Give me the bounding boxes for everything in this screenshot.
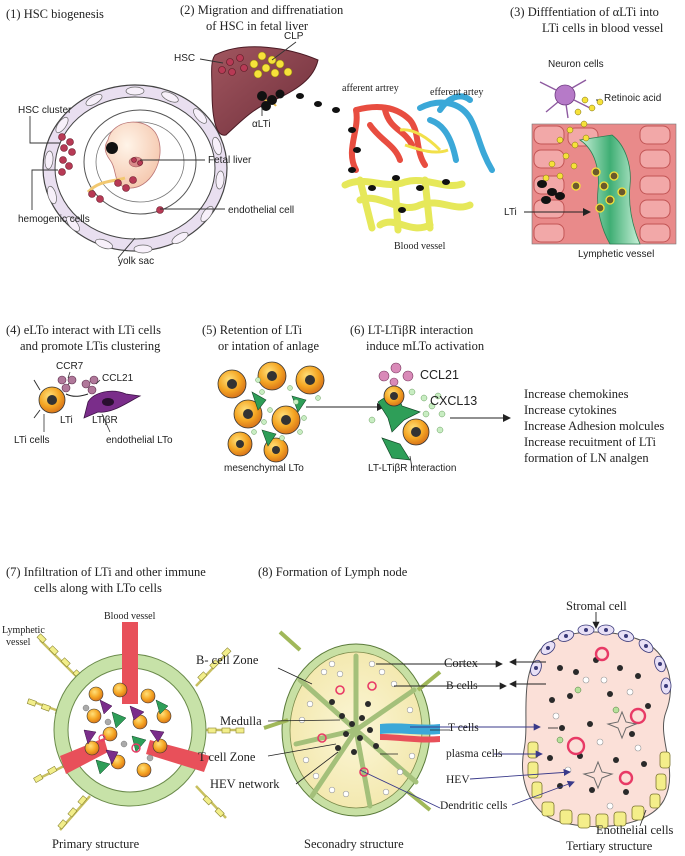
step-5-title-line2: or intation of anlage [218, 339, 320, 353]
label-dendritic-cells: Dendritic cells [440, 800, 508, 812]
label-hev-network: HEV network [210, 777, 280, 791]
label-t-cell-zone: T cell Zone [198, 750, 256, 764]
label-lymphatic-vessel: Lymphetic vessel [578, 249, 655, 260]
step-3-title-line2: LTi cells in blood vessel [542, 21, 664, 35]
effects-list: Increase chemokines Increase cytokines I… [524, 386, 664, 466]
label-lti-small: LTi [60, 415, 73, 426]
label-b-cells: B cells [446, 680, 478, 692]
mlto-activation-diagram [368, 362, 511, 469]
label-blood-vessel-7: Blood vessel [104, 611, 156, 622]
label-efferent-artery: efferent artey [430, 87, 484, 98]
label-clp: CLP [284, 31, 304, 42]
label-neuron-cells: Neuron cells [548, 59, 604, 70]
effect-item: Increase chemokines [524, 387, 629, 401]
label-alti: αLTi [252, 119, 271, 130]
label-hsc-cluster: HSC cluster [18, 105, 72, 116]
label-stromal-cell: Stromal cell [566, 599, 627, 613]
caption-primary-structure: Primary structure [52, 837, 140, 851]
label-fetal-liver: Fetal liver [208, 155, 252, 166]
lti-lto-interaction-diagram [33, 371, 142, 433]
caption-tertiary-structure: Tertiary structure [566, 839, 653, 853]
label-enothelial-cells: Enothelial cells [596, 823, 674, 837]
step-3-title-line1: (3) Difffentiation of αLTi into [510, 5, 659, 19]
label-endothelial-cell: endothelial cell [228, 205, 295, 216]
label-ccr7: CCR7 [56, 361, 84, 372]
step-6-title-line1: (6) LT-LTiβR interaction [350, 323, 474, 337]
blood-vessel-diagram [341, 93, 495, 234]
effect-item: formation of LN analgen [524, 451, 649, 465]
embryo-diagram [29, 84, 228, 259]
label-lti: LTi [504, 207, 517, 218]
step-1-title: (1) HSC biogenesis [6, 7, 104, 21]
step-8-title: (8) Formation of Lymph node [258, 565, 408, 579]
effect-item: Increase Adhesion molcules [524, 419, 665, 433]
effect-item: Increase recuitment of LTi [524, 435, 657, 449]
lymphatic-vessel-diagram [524, 79, 677, 245]
label-b-cell-zone: B- cell Zone [196, 653, 259, 667]
label-t-cells: T cells [448, 722, 479, 734]
label-ccl21: CCL21 [102, 373, 134, 384]
label-medulla: Medulla [220, 714, 262, 728]
step-6-title-line2: induce mLTo activation [366, 339, 485, 353]
label-cxcl13: CXCL13 [430, 394, 478, 408]
step-2-title-line2: of HSC in fetal liver [206, 19, 309, 33]
secondary-structure-diagram [263, 630, 507, 817]
caption-secondary-structure: Seconadry structure [304, 837, 404, 851]
label-hemogenic-cells: hemogenic cells [18, 214, 90, 225]
label-lti-cells: LTi cells [14, 435, 50, 446]
step-2-title-line1: (2) Migration and diffrenatiation [180, 3, 344, 17]
tertiary-structure-diagram [410, 612, 672, 829]
label-vessel: vessel [6, 637, 31, 648]
label-mesenchymal-lto: mesenchymal LTo [224, 463, 304, 474]
label-lymphatic: Lymphetic [2, 625, 45, 636]
label-retinoic-acid: Retinoic acid [604, 93, 662, 104]
label-lt-ltibr-interaction: LT-LTiβR interaction [368, 463, 457, 474]
step-4-title-line2: and promote LTis clustering [20, 339, 161, 353]
label-hsc: HSC [174, 53, 196, 64]
label-afferent-artery: afferent artrey [342, 83, 399, 94]
label-plasma-cells: plasma cells [446, 748, 503, 760]
step-4-title-line1: (4) eLTo interact with LTi cells [6, 323, 162, 337]
label-ltibr: LTiβR [92, 415, 118, 426]
label-cortex: Cortex [444, 656, 479, 670]
label-endothelial-lto: endothelial LTo [106, 435, 173, 446]
effect-item: Increase cytokines [524, 403, 617, 417]
fetal-liver-diagram [199, 41, 340, 136]
step-7-title-line2: cells along with LTo cells [34, 581, 162, 595]
label-ccl21-6: CCL21 [420, 368, 459, 382]
step-5-title-line1: (5) Retention of LTi [202, 323, 303, 337]
primary-structure-diagram [26, 622, 245, 831]
label-blood-vessel: Blood vessel [394, 241, 446, 252]
step-7-title-line1: (7) Infiltration of LTi and other immune [6, 565, 206, 579]
label-hev: HEV [446, 774, 470, 786]
label-yolk-sac: yolk sac [118, 256, 155, 267]
anlage-retention-diagram [217, 361, 385, 463]
